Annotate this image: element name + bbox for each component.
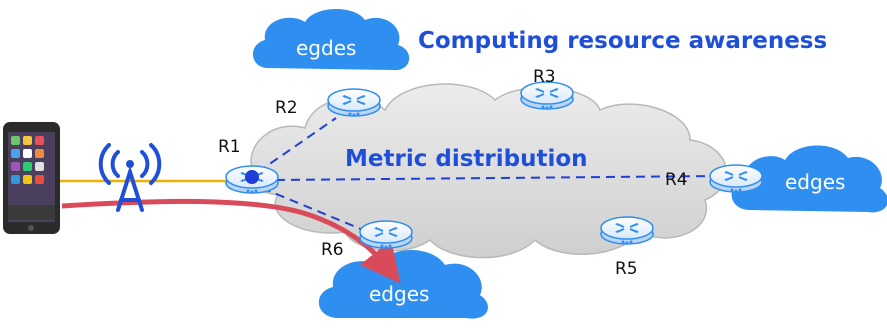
metric-links [257,117,719,233]
router-label-r2: R2 [275,98,298,118]
router-label-r5: R5 [615,259,638,279]
router-label-r4: R4 [665,170,688,190]
edge-cloud-bottom-label: edges [369,282,429,306]
antenna-icon [98,143,162,212]
core-network-cloud [250,83,727,259]
router-r4 [709,164,763,194]
edge-cloud-top-label: egdes [296,36,356,60]
metric-link-r1-r2 [257,117,337,173]
data-path-arrow [61,198,401,284]
smartphone-icon [3,122,60,234]
metric-link-r1-r6 [261,187,369,233]
edge-cloud-right-label: edges [785,170,845,194]
router-r1 [225,165,279,195]
router-label-r3: R3 [533,67,556,87]
title-awareness: Computing resource awareness [418,28,827,54]
router-label-r1: R1 [218,137,241,157]
router-label-r6: R6 [321,240,344,260]
router-r5 [600,216,654,246]
title-distribution: Metric distribution [345,146,588,172]
router-r6 [359,220,413,250]
edge-cloud-top [252,8,410,71]
router-r2 [327,88,381,118]
edge-cloud-right [731,145,887,213]
metric-link-r1-r4 [275,175,719,181]
